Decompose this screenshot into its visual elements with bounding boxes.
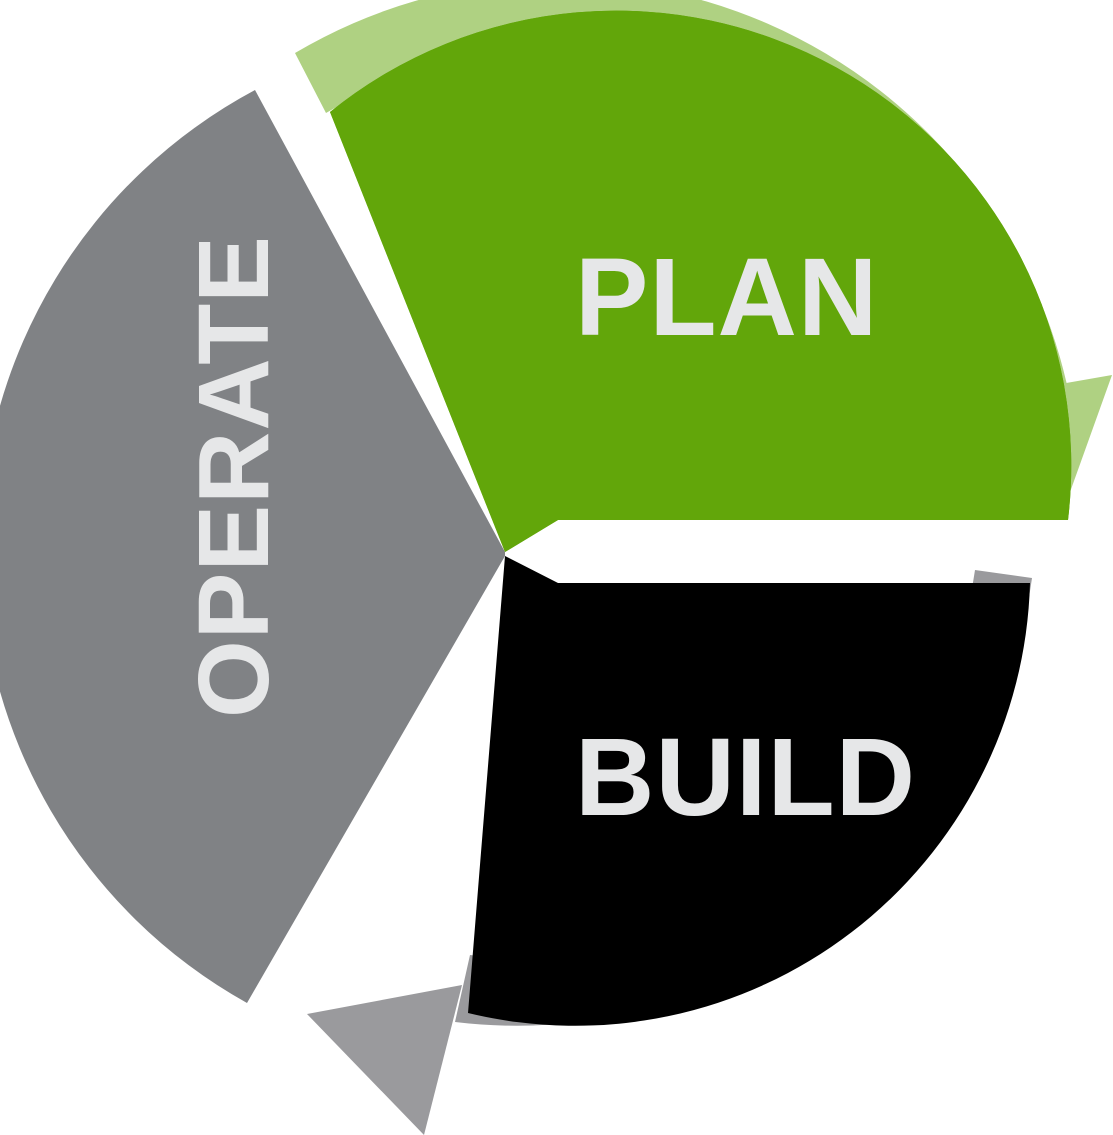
segment-operate-label: OPERATE — [178, 235, 290, 718]
segment-plan-wedge[interactable] — [330, 10, 1072, 552]
build-to-operate-arrow-head — [307, 985, 462, 1135]
segment-plan[interactable]: PLAN — [330, 10, 1072, 553]
segment-build-label: BUILD — [575, 716, 916, 839]
segment-operate-shape[interactable] — [0, 90, 505, 1003]
segment-build[interactable]: BUILD — [468, 556, 1030, 1026]
segment-plan-label: PLAN — [575, 236, 878, 359]
segment-build-shape[interactable] — [468, 556, 1030, 1026]
segment-operate[interactable]: OPERATE — [0, 90, 505, 1003]
